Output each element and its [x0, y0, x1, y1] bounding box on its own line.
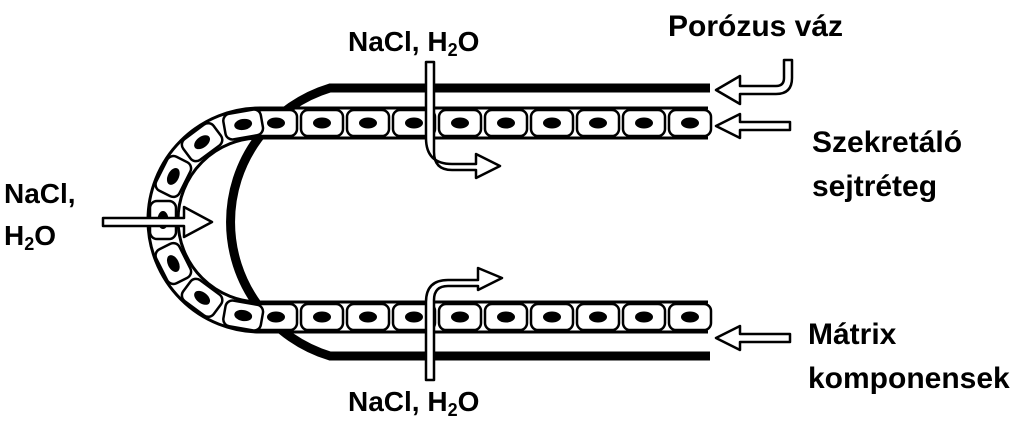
left-flow-label-line1: NaCl, [4, 178, 76, 209]
secretory-cell [437, 108, 483, 138]
secretory-cell [253, 108, 299, 138]
cell-nucleus [194, 135, 211, 150]
cell-nucleus [234, 309, 253, 322]
matrix-components-arrow [714, 324, 792, 352]
cell-nucleus [543, 311, 561, 323]
matrix-components-label-line2: komponensek [808, 362, 1010, 395]
cell-nucleus [497, 117, 515, 129]
secretory-cell [621, 302, 667, 332]
cell-nucleus [589, 117, 607, 129]
secretory-cell [667, 108, 713, 138]
bottom-flow-arrow [424, 266, 504, 382]
cell-nucleus [267, 117, 285, 129]
secretory-cell [483, 302, 529, 332]
secretory-cell [154, 241, 193, 286]
cell-nucleus [451, 311, 469, 323]
secretory-layer-arrow [714, 112, 792, 140]
secretory-cell [299, 108, 345, 138]
secretory-cell [299, 302, 345, 332]
secretory-cell [529, 302, 575, 332]
top-flow-arrow [424, 60, 502, 180]
cell-nucleus [497, 311, 515, 323]
cell-nucleus [234, 118, 253, 131]
secretory-cell [345, 302, 391, 332]
cell-nucleus [681, 117, 699, 129]
cell-nucleus [166, 168, 180, 185]
secretory-cell [222, 108, 265, 141]
porous-scaffold-label: Porózus váz [668, 10, 844, 43]
cell-nucleus [359, 311, 377, 323]
secretory-cell [222, 299, 265, 332]
secretory-cell [437, 302, 483, 332]
cell-nucleus [359, 117, 377, 129]
bottom-flow-label: NaCl, H2O [348, 386, 480, 420]
top-flow-label: NaCl, H2O [348, 26, 480, 60]
cell-nucleus [166, 255, 180, 272]
secretory-cell [575, 108, 621, 138]
cell-nucleus [267, 311, 285, 323]
secretory-cell-layer [148, 108, 713, 332]
secretory-cell [621, 108, 667, 138]
secretory-cell [253, 302, 299, 332]
cell-nucleus [194, 290, 211, 305]
secretory-layer-label-line1: Szekretáló [812, 126, 963, 159]
cell-nucleus [543, 117, 561, 129]
secretory-cell [575, 302, 621, 332]
secretory-cell [180, 121, 224, 163]
cell-nucleus [405, 311, 423, 323]
cell-nucleus [681, 311, 699, 323]
cell-nucleus [635, 117, 653, 129]
cell-nucleus [313, 117, 331, 129]
secretory-layer-label-line2: sejtréteg [812, 170, 938, 203]
secretory-cell [667, 302, 713, 332]
secretory-cell [483, 108, 529, 138]
secretory-cell [345, 108, 391, 138]
left-flow-label-line2: H2O [4, 220, 57, 254]
cell-nucleus [635, 311, 653, 323]
left-flow-arrow [101, 205, 214, 239]
cell-nucleus [313, 311, 331, 323]
cell-nucleus [451, 117, 469, 129]
cell-nucleus [405, 117, 423, 129]
matrix-components-label-line1: Mátrix [808, 318, 897, 351]
secretory-cell [154, 154, 193, 199]
porous-scaffold-arrow [714, 58, 794, 106]
secretory-cell [529, 108, 575, 138]
cell-nucleus [589, 311, 607, 323]
secretory-cell [180, 277, 224, 319]
